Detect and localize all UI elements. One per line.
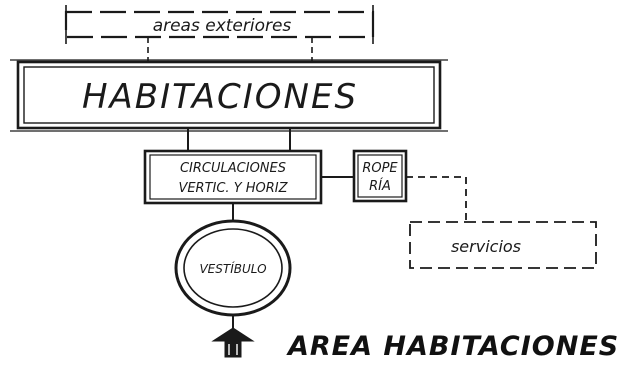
diagram-title: AREA HABITACIONES — [286, 331, 618, 362]
roperia-servicios-connector — [406, 176, 467, 222]
entrance-arrow-icon — [211, 315, 255, 358]
vestibulo-node: VESTÍBULO — [174, 219, 292, 317]
habitaciones-circulaciones-connectors — [187, 128, 291, 151]
circulaciones-label-line1: CIRCULACIONES — [180, 161, 286, 176]
roperia-label-line1: ROPE — [362, 161, 398, 176]
roperia-node: ROPE RÍA — [352, 149, 408, 203]
servicios-label: servicios — [451, 237, 521, 256]
servicios-node: servicios — [409, 221, 597, 269]
areas-exteriores-label: areas exteriores — [153, 16, 292, 36]
circulaciones-node: CIRCULACIONES VERTIC. Y HORIZ — [143, 149, 323, 205]
exteriores-connectors — [147, 37, 313, 62]
habitaciones-node: HABITACIONES — [10, 59, 448, 132]
habitaciones-label: HABITACIONES — [82, 77, 358, 117]
circulaciones-label-line2: VERTIC. Y HORIZ — [178, 181, 288, 196]
roperia-label-line2: RÍA — [369, 178, 391, 194]
areas-exteriores-node: areas exteriores — [64, 5, 375, 44]
vestibulo-label: VESTÍBULO — [199, 261, 266, 276]
